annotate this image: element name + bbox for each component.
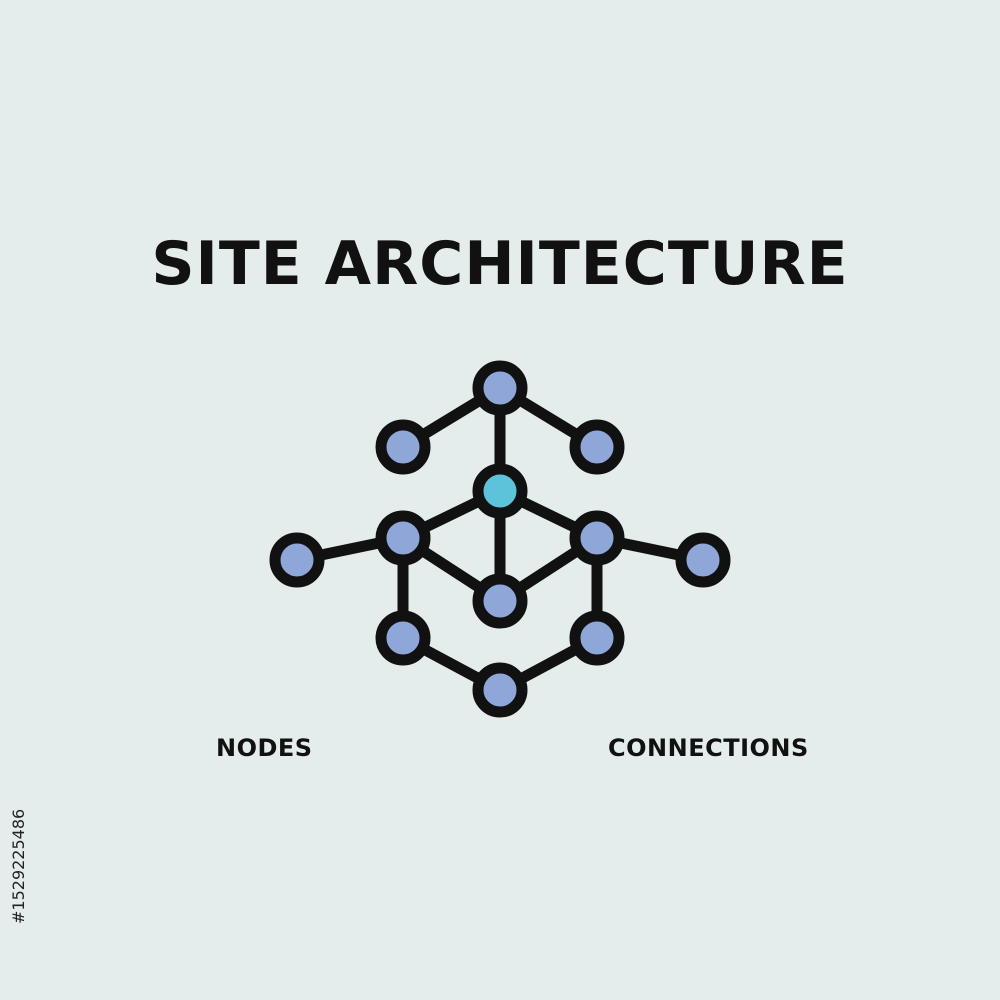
stock-id-text: #1529225486 [9,809,28,924]
node-upper-right [569,419,625,475]
page-title: SITE ARCHITECTURE [151,229,849,299]
node-lower-left [375,610,431,666]
node-bottom [472,662,528,718]
node-far-right [675,532,731,588]
nodes-label: NODES [216,734,313,762]
node-lower-right [569,610,625,666]
node-upper-left [375,419,431,475]
node-top [472,360,528,416]
node-inner-bottom [472,573,528,629]
node-far-left [269,532,325,588]
nodes [269,360,731,718]
stock-id-watermark: #1529225486 [9,809,28,924]
connections [291,382,709,696]
connections-label: CONNECTIONS [608,734,809,762]
node-middle-left [375,510,431,566]
node-center [472,463,528,519]
node-middle-right [569,510,625,566]
